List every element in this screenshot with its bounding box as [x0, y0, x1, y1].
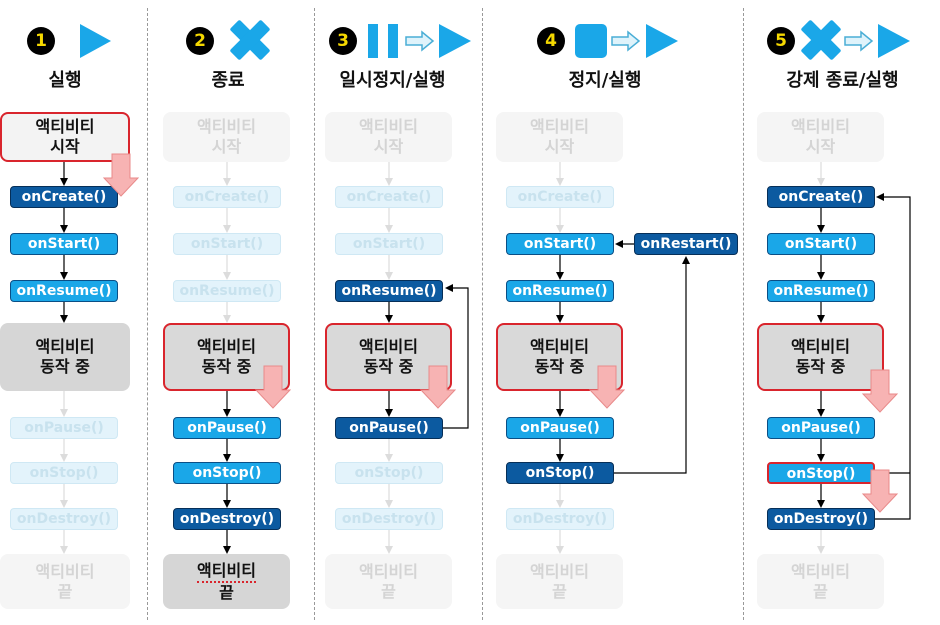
activity-start-box: 액티비티 시작 [757, 112, 884, 162]
onstart-node: onStart() [506, 233, 614, 255]
activity-start-box: 액티비티 시작 [0, 112, 130, 162]
ondestroy-node: onDestroy() [506, 508, 614, 530]
onrestart-node: onRestart() [634, 233, 738, 255]
column-divider [743, 8, 744, 620]
onpause-node: onPause() [335, 417, 443, 439]
activity-end-box: 액티비티 끝 [0, 554, 130, 609]
oncreate-node: onCreate() [767, 186, 875, 208]
column-divider [314, 8, 315, 620]
column-divider [147, 8, 148, 620]
activity-running-box: 액티비티 동작 중 [163, 323, 290, 391]
ondestroy-node: onDestroy() [10, 508, 118, 530]
step-number-badge: 4 [537, 27, 565, 55]
activity-end-box: 액티비티 끝 [757, 554, 884, 609]
onpause-node: onPause() [767, 417, 875, 439]
onpause-node: onPause() [10, 417, 118, 439]
activity-running-box: 액티비티 동작 중 [496, 323, 623, 391]
column-divider [482, 8, 483, 620]
onpause-node: onPause() [506, 417, 614, 439]
column-title: 정지/실행 [568, 70, 642, 91]
ondestroy-node: onDestroy() [335, 508, 443, 530]
oncreate-node: onCreate() [173, 186, 281, 208]
oncreate-node: onCreate() [10, 186, 118, 208]
step-number-badge: 1 [27, 27, 55, 55]
onstop-node: onStop() [335, 462, 443, 484]
oncreate-node: onCreate() [506, 186, 614, 208]
onresume-node: onResume() [767, 280, 875, 302]
onstart-node: onStart() [173, 233, 281, 255]
activity-end-box: 액티비티 끝 [496, 554, 623, 609]
activity-start-box: 액티비티 시작 [325, 112, 452, 162]
activity-running-box: 액티비티 동작 중 [0, 323, 130, 391]
activity-running-box: 액티비티 동작 중 [757, 323, 884, 391]
onstop-node: onStop() [10, 462, 118, 484]
onpause-node: onPause() [173, 417, 281, 439]
activity-start-box: 액티비티 시작 [496, 112, 623, 162]
ondestroy-node: onDestroy() [173, 508, 281, 530]
onresume-node: onResume() [10, 280, 118, 302]
step-number-badge: 5 [767, 27, 795, 55]
onstart-node: onStart() [767, 233, 875, 255]
step-number-badge: 2 [186, 27, 214, 55]
onstop-node: onStop() [173, 462, 281, 484]
column-title: 일시정지/실행 [339, 70, 446, 91]
activity-end-box: 액티비티 끝 [163, 554, 290, 609]
onstop-node: onStop() [767, 462, 875, 484]
column-title: 강제 종료/실행 [786, 70, 899, 91]
onstop-node: onStop() [506, 462, 614, 484]
ondestroy-node: onDestroy() [767, 508, 875, 530]
oncreate-node: onCreate() [335, 186, 443, 208]
onstart-node: onStart() [335, 233, 443, 255]
column-title: 종료 [211, 70, 245, 91]
onresume-node: onResume() [506, 280, 614, 302]
activity-end-box: 액티비티 끝 [325, 554, 452, 609]
onresume-node: onResume() [335, 280, 443, 302]
onstart-node: onStart() [10, 233, 118, 255]
activity-running-box: 액티비티 동작 중 [325, 323, 452, 391]
onresume-node: onResume() [173, 280, 281, 302]
column-title: 실행 [48, 70, 82, 91]
activity-start-box: 액티비티 시작 [163, 112, 290, 162]
step-number-badge: 3 [329, 27, 357, 55]
